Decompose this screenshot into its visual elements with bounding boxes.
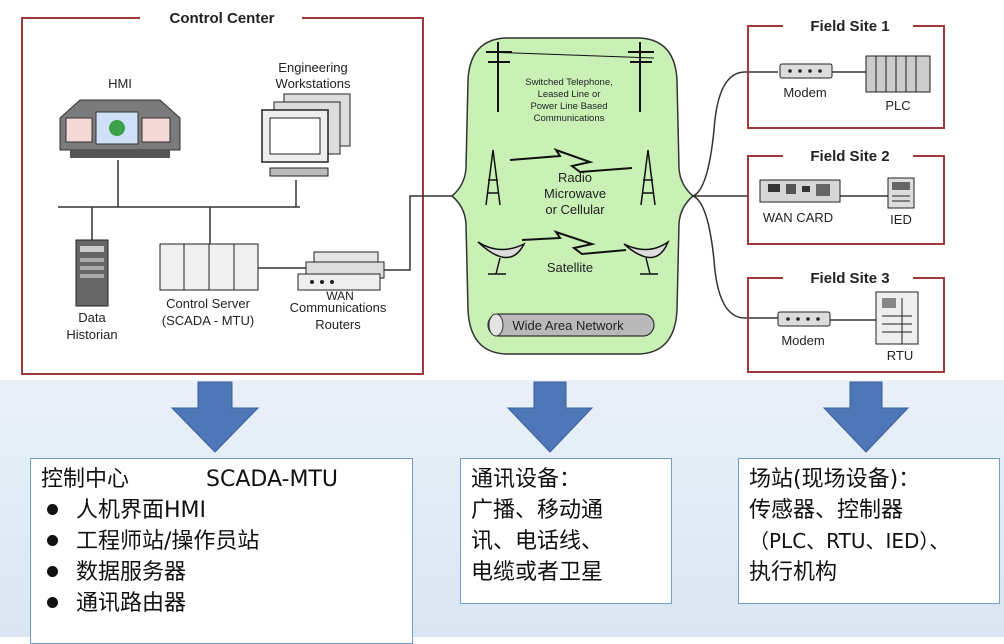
satellite-text: Satellite <box>547 260 593 275</box>
arrow-down-icon <box>506 381 594 453</box>
field-site-1-title: Field Site 1 <box>810 18 889 35</box>
site-2-left-label: WAN CARD <box>763 210 833 225</box>
down-arrows <box>170 381 910 453</box>
wan-card-icon <box>759 179 841 203</box>
field-box: 场站(现场设备)： 传感器、控制器 （PLC、RTU、IED）、 执行机构 <box>738 458 1000 604</box>
server-label-1: Control Server <box>166 296 250 311</box>
rtu-icon <box>875 291 919 345</box>
control-server-icon <box>159 243 259 291</box>
field-site-2-title: Field Site 2 <box>810 148 889 165</box>
plc-icon <box>865 55 931 93</box>
wan-site-links <box>692 71 778 319</box>
comm-line: 广播、移动通 <box>471 498 604 523</box>
radio-text-1: Radio <box>558 170 592 185</box>
server-label-2: (SCADA - MTU) <box>162 313 254 328</box>
control-center-frame <box>21 17 424 375</box>
tel-text-4: Communications <box>534 113 605 124</box>
telephone-pole-icon <box>485 42 655 112</box>
site-2-right-label: IED <box>890 212 912 227</box>
router-icon <box>297 251 385 291</box>
routers-label-2: Communications <box>290 300 387 315</box>
bullet-icon <box>47 597 58 608</box>
list-item-text: 工程师站/操作员站 <box>76 529 260 554</box>
arrow-down-icon <box>170 381 260 453</box>
field-site-1-frame <box>747 25 945 129</box>
list-item: 工程师站/操作员站 <box>41 526 412 557</box>
radio-text-3: or Cellular <box>545 202 605 217</box>
wan-network-label: Wide Area Network <box>512 318 624 333</box>
list-item-text: 通讯路由器 <box>76 591 187 616</box>
modem-icon <box>777 311 831 327</box>
workstation-icon <box>261 93 351 177</box>
comm-box: 通讯设备： 广播、移动通 讯、电话线、 电缆或者卫星 <box>460 458 672 604</box>
radio-text-2: Microwave <box>544 186 606 201</box>
list-item: 人机界面HMI <box>41 495 412 526</box>
wan-pipe <box>487 313 655 337</box>
list-item-text: 人机界面HMI <box>76 498 207 523</box>
radio-tower-icon <box>485 149 656 206</box>
field-site-3-title: Field Site 3 <box>810 270 889 287</box>
list-item: 数据服务器 <box>41 557 412 588</box>
historian-label-1: Data <box>78 310 106 325</box>
field-site-2-frame <box>747 155 945 245</box>
comm-line: 通讯设备： <box>471 467 582 492</box>
bullet-icon <box>47 566 58 577</box>
ied-icon <box>887 177 915 209</box>
hmi-label: HMI <box>108 76 132 91</box>
list-item-text: 数据服务器 <box>76 560 187 585</box>
control-center-title: Control Center <box>170 10 275 27</box>
comm-line: 讯、电话线、 <box>471 529 604 554</box>
bullet-icon <box>47 535 58 546</box>
radio-bolt-icon <box>509 148 633 174</box>
historian-label-2: Historian <box>66 327 117 342</box>
satellite-bolt-icon <box>521 230 627 256</box>
control-box-title-line: 控制中心 SCADA-MTU <box>41 464 412 495</box>
field-site-3-frame <box>747 277 945 373</box>
hmi-console-icon <box>59 99 181 158</box>
field-line: 传感器、控制器 <box>749 498 904 523</box>
comm-line: 电缆或者卫星 <box>471 560 604 585</box>
routers-label-3: Routers <box>315 317 361 332</box>
data-historian-icon <box>75 239 109 307</box>
routers-label-1: WAN <box>326 289 354 303</box>
site-1-right-label: PLC <box>885 98 910 113</box>
arrow-down-icon <box>822 381 910 453</box>
site-3-left-label: Modem <box>781 333 824 348</box>
tel-text-2: Leased Line or <box>538 89 601 100</box>
eng-ws-label-2: Workstations <box>276 76 351 91</box>
modem-icon <box>779 63 833 79</box>
control-center-box: 控制中心 SCADA-MTU 人机界面HMI 工程师站/操作员站 数据服务器 通… <box>30 458 413 644</box>
scada-diagram: Control Center HMI Engineering Workstati… <box>21 10 945 375</box>
bullet-icon <box>47 504 58 515</box>
field-line: 场站(现场设备)： <box>749 467 921 492</box>
field-line: 执行机构 <box>749 560 838 585</box>
control-box-title: 控制中心 <box>41 467 130 492</box>
site-1-left-label: Modem <box>783 85 826 100</box>
wan-cloud <box>450 37 695 355</box>
satellite-dish-icon <box>477 239 670 275</box>
list-item: 通讯路由器 <box>41 588 412 619</box>
site-3-right-label: RTU <box>887 348 913 363</box>
tel-text-3: Power Line Based <box>530 101 607 112</box>
field-line: （PLC、RTU、IED）、 <box>749 529 950 553</box>
control-box-subtitle: SCADA-MTU <box>206 467 338 492</box>
eng-ws-label-1: Engineering <box>278 60 347 75</box>
router-wan-link <box>384 195 453 271</box>
tel-text-1: Switched Telephone, <box>525 77 613 88</box>
